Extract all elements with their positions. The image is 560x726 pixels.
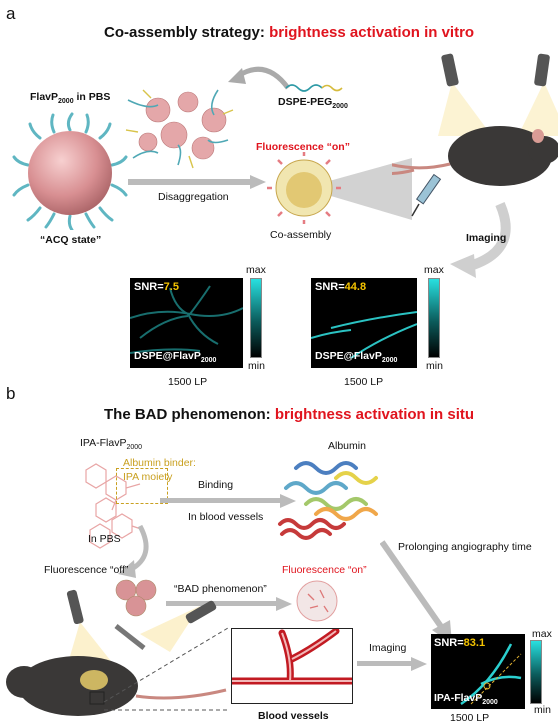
imaging-label-b: Imaging xyxy=(369,642,407,654)
off-aggregate-illustration xyxy=(115,579,157,617)
panel-a-title: Co-assembly strategy: brightness activat… xyxy=(104,24,474,41)
dspe-peg-label: DSPE-PEG2000 xyxy=(278,96,348,111)
vessel-pattern-2 xyxy=(311,311,417,359)
acq-nanoparticle-illustration xyxy=(12,112,128,230)
blood-vessels-label: Blood vessels xyxy=(258,710,329,722)
disaggregation-arrow xyxy=(128,175,266,189)
mouse-illustration-a xyxy=(392,53,558,186)
syringe-icon xyxy=(411,173,442,217)
colorbar-3-max: max xyxy=(532,628,552,640)
flavp-label: FlavP2000 in PBS xyxy=(30,91,111,106)
colorbar-2-max: max xyxy=(424,264,444,276)
vessel-pattern-1 xyxy=(130,285,243,354)
fluorescence-image-3: SNR=83.1 IPA-FlavP2000 xyxy=(431,634,525,709)
fluorescence-image-2: SNR=44.8 DSPE@FlavP2000 xyxy=(311,278,417,368)
colorbar-1-max: max xyxy=(246,264,266,276)
disaggregated-cluster-illustration xyxy=(125,89,234,169)
albumin-binder-label: Albumin binder: xyxy=(123,457,196,469)
panel-b-title-red: brightness activation in situ xyxy=(274,406,475,423)
panel-a-title-red: brightness activation in vitro xyxy=(269,24,475,41)
imaging-arrow-b xyxy=(357,657,427,671)
ipa-flavp-label: IPA-FlavP2000 xyxy=(80,437,143,452)
colorbar-3 xyxy=(530,640,542,704)
acq-state-label: “ACQ state” xyxy=(40,234,102,246)
panel-a-title-black: Co-assembly strategy: xyxy=(104,24,270,41)
fluorescence-on-label-a: Fluorescence “on” xyxy=(256,141,350,153)
image-2-lp-label: 1500 LP xyxy=(344,376,384,388)
zoom-dashed-lines xyxy=(103,627,229,711)
fluorescence-on-label-b: Fluorescence “on” xyxy=(282,564,367,576)
dspe-curved-arrow xyxy=(228,66,291,90)
image-1-lp-label: 1500 LP xyxy=(168,376,208,388)
imaging-label-a: Imaging xyxy=(466,232,507,244)
colorbar-2-min: min xyxy=(426,360,443,372)
binding-label: Binding xyxy=(198,479,234,491)
vessel-pattern-3 xyxy=(460,643,522,706)
image-3-caption: IPA-FlavP2000 xyxy=(434,692,498,707)
co-assembly-label: Co-assembly xyxy=(270,229,332,241)
prolonging-label: Prolonging angiography time xyxy=(398,541,532,553)
panel-b-letter: b xyxy=(6,384,16,403)
mouse-illustration-b xyxy=(6,589,227,716)
snr-readout-1: SNR=7.5 xyxy=(134,281,179,293)
in-pbs-arrow xyxy=(118,524,149,578)
ipa-moiety-label: IPA moiety xyxy=(123,471,173,483)
fluorescence-image-1: SNR=7.5 DSPE@FlavP2000 xyxy=(130,278,243,368)
snr-readout-3: SNR=83.1 xyxy=(434,637,486,649)
albumin-protein-illustration xyxy=(278,461,378,540)
in-pbs-label: In PBS xyxy=(88,533,121,545)
image-1-caption: DSPE@FlavP2000 xyxy=(134,350,217,365)
disaggregation-label: Disaggregation xyxy=(158,191,229,203)
albumin-binder-box xyxy=(116,468,168,504)
image-3-lp-label: 1500 LP xyxy=(450,712,490,724)
blood-vessel-panel xyxy=(228,627,356,704)
bad-phenomenon-arrow xyxy=(166,597,292,611)
snr-readout-2: SNR=44.8 xyxy=(315,281,367,293)
dspe-peg-chain-illustration xyxy=(285,84,343,92)
bad-phenomenon-label: “BAD phenomenon” xyxy=(174,583,267,595)
albumin-label: Albumin xyxy=(328,440,366,452)
blood-vessel-drawing xyxy=(228,627,356,685)
image-2-caption: DSPE@FlavP2000 xyxy=(315,350,398,365)
colorbar-3-min: min xyxy=(534,704,551,716)
colorbar-1-min: min xyxy=(248,360,265,372)
in-blood-vessels-label: In blood vessels xyxy=(188,511,264,523)
panel-b-title-black: The BAD phenomenon: xyxy=(104,406,275,423)
colorbar-1 xyxy=(250,278,262,358)
imaging-curved-arrow-a xyxy=(450,202,511,278)
co-assembly-particle-illustration xyxy=(267,152,412,224)
colorbar-2 xyxy=(428,278,440,358)
binding-arrow xyxy=(160,494,296,508)
on-particle-illustration xyxy=(296,580,338,622)
fluorescence-off-label: Fluorescence “off” xyxy=(44,564,129,576)
panel-a-letter: a xyxy=(6,4,16,23)
panel-b-title: The BAD phenomenon: brightness activatio… xyxy=(104,406,474,423)
